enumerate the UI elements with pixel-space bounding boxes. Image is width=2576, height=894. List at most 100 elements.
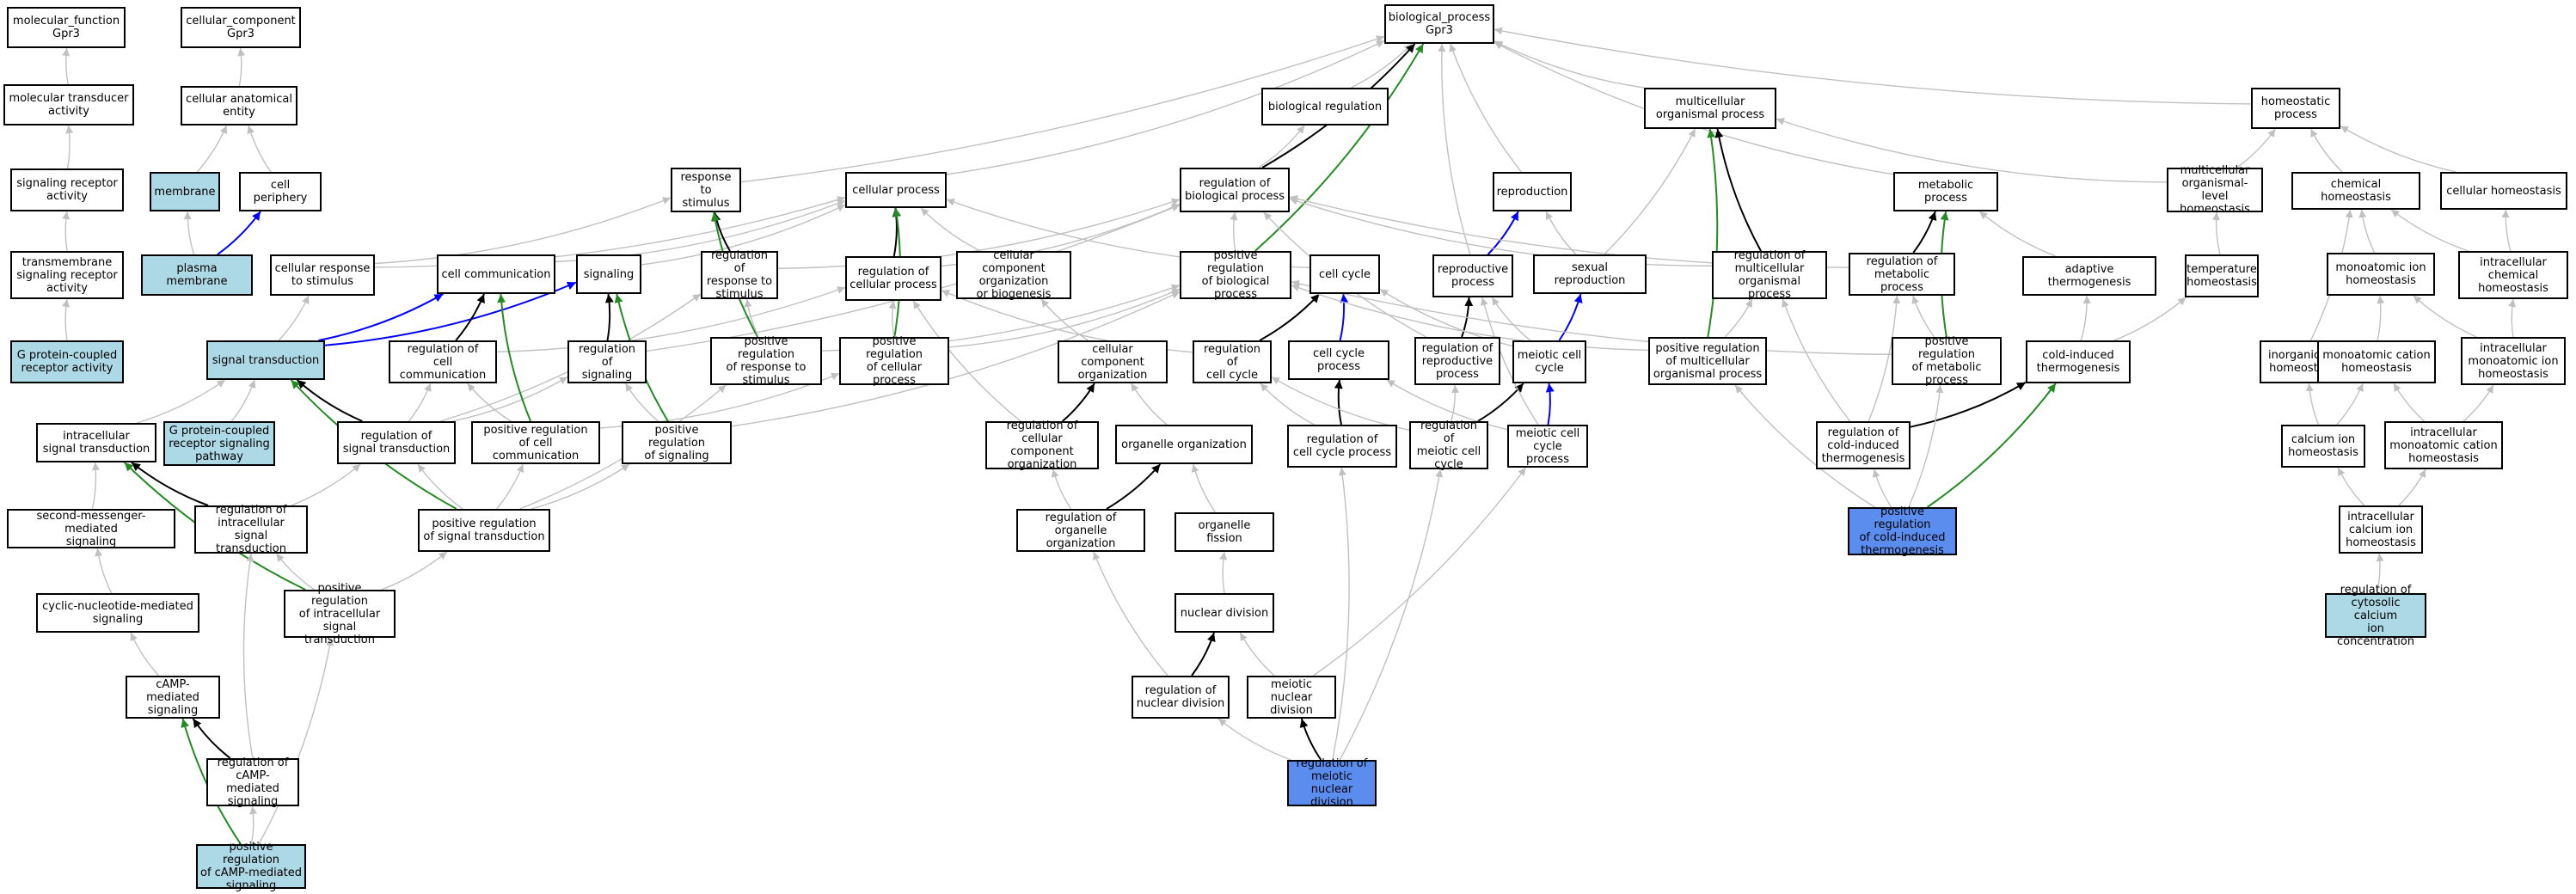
edge-is-a (1230, 211, 1238, 252)
node-reg-cell-proc: regulation of cellular process (845, 256, 941, 301)
edge-is-a (2211, 211, 2221, 255)
edge-is-a (731, 291, 1181, 427)
edge-is-a (230, 379, 256, 422)
edge-is-a (1872, 468, 1892, 508)
edge-is-a (136, 379, 226, 424)
edge-is-a (1131, 383, 1168, 426)
node-reg-cell-cycle: regulation of cell cycle (1193, 340, 1272, 383)
edge-is-a (1724, 298, 1753, 338)
edge-is-a (417, 463, 463, 510)
edge-is-a (946, 40, 1385, 175)
edge-is-a (1908, 384, 1944, 508)
edge-regulates (1910, 381, 2027, 428)
node-pos-reg-camp-sig: positive regulation of cAMP-mediated sig… (196, 841, 306, 892)
edge-is-a (1734, 384, 1875, 508)
node-sig-trans: signal transduction (206, 340, 325, 380)
node-cellular-proc: cellular process (845, 172, 947, 208)
edge-part-of (217, 211, 261, 255)
edge-is-a (2336, 383, 2364, 426)
node-reg-signaling: regulation of signaling (567, 340, 647, 383)
edge-is-a (1040, 298, 1089, 341)
edge-is-a (888, 300, 897, 338)
edge-is-a (452, 376, 568, 422)
node-second-msg: second-messenger-mediated signaling (7, 509, 175, 548)
node-multicell-proc: multicellular organismal process (1644, 88, 1776, 129)
edge-regulates (1299, 718, 1322, 761)
edge-is-a (2398, 468, 2426, 506)
node-plasma-mem: plasma membrane (141, 254, 253, 296)
edge-is-a (130, 632, 160, 677)
node-cell-resp-stim: cellular response to stimulus (270, 254, 375, 296)
node-reg-cell-cycle-proc: regulation of cell cycle process (1287, 425, 1397, 468)
edge-is-a (247, 125, 272, 173)
node-cyclic-nuc: cyclic-nucleotide-mediated signaling (36, 593, 199, 633)
node-metabolic-proc: metabolic process (1893, 172, 1998, 211)
node-pos-reg-cell-comm: positive regulation of cell communicatio… (471, 421, 600, 464)
edge-is-a (1438, 43, 1471, 255)
edge-is-a (62, 47, 71, 85)
edge-is-a (1260, 383, 1315, 426)
node-pos-reg-intracell-sig: positive regulation of intracellular sig… (284, 582, 396, 646)
node-pos-reg-metab: positive regulation of metabolic process (1892, 335, 2002, 387)
edge-is-a (1313, 467, 1527, 677)
edge-is-a (1782, 298, 1851, 422)
node-reg-bio-proc: regulation of biological process (1180, 168, 1290, 212)
node-intracell-chem-homeo: intracellular chemical homeostasis (2458, 251, 2568, 299)
node-reg-intracell-sig: regulation of intracellular signal trans… (194, 504, 308, 555)
edge-is-a (196, 125, 228, 173)
edge-is-a (1339, 468, 1444, 761)
edge-is-a (1351, 43, 1413, 89)
node-tm-sig-rec: transmembrane signaling receptor activit… (10, 251, 124, 299)
node-cell-cycle: cell cycle (1309, 254, 1380, 294)
edge-is-a (2358, 209, 2376, 254)
edge-regulates (131, 462, 209, 506)
edge-is-a (374, 197, 672, 265)
edge-is-a (95, 548, 113, 594)
node-cell-periphery: cell periphery (239, 172, 322, 211)
edge-is-a (467, 383, 512, 422)
edge-part-of (1545, 383, 1555, 426)
node-pos-reg-sig-trans: positive regulation of signal transducti… (418, 509, 550, 552)
node-temp-homeo: temperature homeostasis (2185, 254, 2259, 297)
edge-is-a (1449, 43, 1522, 173)
node-cell-homeo: cellular homeostasis (2440, 172, 2567, 210)
edge-is-a (275, 553, 315, 591)
node-signaling: signaling (576, 254, 641, 294)
edge-is-a (2340, 125, 2456, 173)
node-gpcr-act: G protein-coupled receptor activity (10, 340, 124, 383)
edge-is-a (65, 125, 74, 169)
node-reg-cold-thermo: regulation of cold-induced thermogenesis (1816, 421, 1911, 469)
edge-is-a (62, 298, 71, 341)
node-cell-anat: cellular anatomical entity (181, 86, 297, 126)
edge-is-a (2463, 384, 2494, 422)
node-cc-org: cellular component organization (1058, 340, 1168, 383)
edge-is-a (641, 204, 846, 266)
edge-is-a (1493, 27, 2252, 105)
edge-is-a (2337, 467, 2365, 506)
node-monoatomic-cation-homeo: monoatomic cation homeostasis (2317, 340, 2436, 383)
node-reg-meiotic-nuclear-div: regulation of meiotic nuclear division (1287, 757, 1377, 809)
edge-is-a (2376, 553, 2384, 594)
edge-positively-regulates (497, 293, 532, 422)
edge-is-a (62, 211, 71, 252)
node-intracell-sig-trans: intracellular signal transduction (36, 423, 156, 462)
edge-regulates (1191, 632, 1216, 677)
edge-is-a (242, 553, 255, 759)
edge-is-a (624, 383, 659, 422)
edge-is-a (531, 463, 630, 510)
edge-is-a (1093, 551, 1168, 677)
node-calcium-ion-homeo: calcium ion homeostasis (2281, 425, 2365, 468)
edge-is-a (1219, 551, 1228, 594)
node-pos-reg-resp-stim: positive regulation of response to stimu… (710, 335, 822, 387)
edge-is-a (1604, 128, 1696, 255)
edge-is-a (920, 207, 981, 252)
edge-is-a (1868, 295, 1901, 422)
node-homeostatic: homeostatic process (2251, 88, 2340, 129)
edge-is-a (91, 462, 100, 510)
edge-part-of (1339, 293, 1349, 341)
edge-is-a (408, 383, 432, 422)
edge-part-of (1487, 211, 1519, 255)
edge-is-a (2305, 383, 2320, 426)
node-gpcr-path: G protein-coupled receptor signaling pat… (163, 421, 275, 466)
